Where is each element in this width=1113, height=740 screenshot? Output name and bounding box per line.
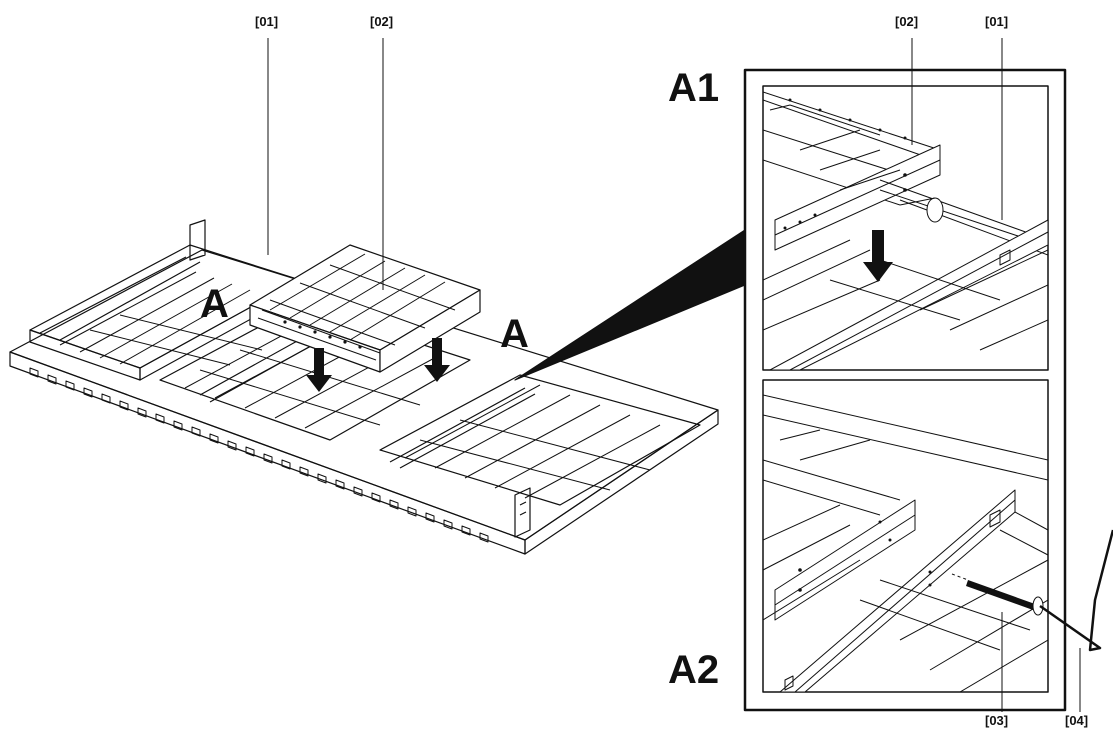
callout-02-main: [02] [370,14,394,29]
allen-key-icon [1039,529,1113,652]
down-arrow-icon [306,338,450,392]
callout-04-a2: [04] [1065,713,1089,728]
callout-01-main: [01] [255,14,279,29]
callout-01-a1: [01] [985,14,1009,29]
detail-marker-right: A [500,312,529,356]
callout-03-a2: [03] [985,713,1009,728]
callout-02-a1: [02] [895,14,919,29]
bed-base [9,219,719,555]
view-label-a1: A1 [668,66,720,110]
view-a1-drawing [763,91,1048,370]
lifted-frame [249,244,481,373]
view-a2-panel [762,379,1049,693]
detail-frame [743,68,1067,712]
detail-marker-left: A [200,282,229,326]
view-a2-drawing [763,394,1048,692]
zoom-wedge [514,229,746,381]
view-label-a2: A2 [668,648,720,692]
